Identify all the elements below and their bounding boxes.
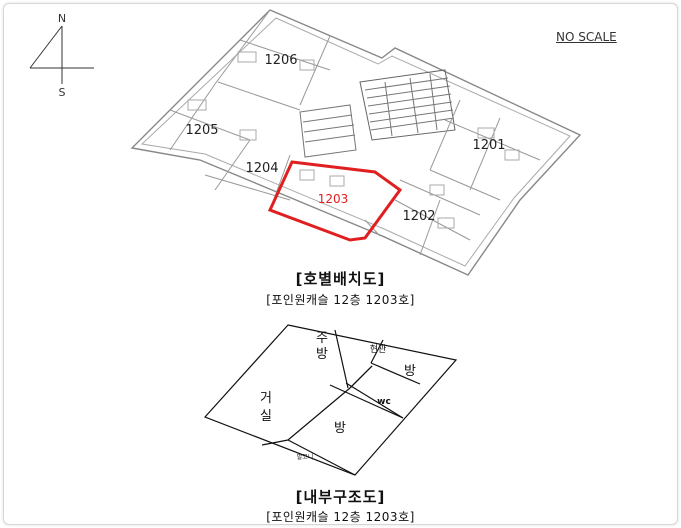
drawing-frame [3, 3, 678, 525]
unit-label-1202: 1202 [402, 209, 435, 224]
room-living-label-1: 거 [260, 391, 272, 406]
unit-1203-highlight [267, 160, 403, 242]
interior-subtitle: [포인원캐슬 12층 1203호] [266, 510, 415, 524]
interior-layout [203, 324, 458, 476]
stair-core [299, 69, 456, 158]
room-kitchen-label-2: 방 [316, 347, 328, 362]
unit-label-1205: 1205 [185, 123, 218, 138]
scale-note: NO SCALE [556, 30, 617, 44]
room-kitchen-label-1: 주 [316, 331, 328, 346]
room-upper-label: 방 [404, 364, 416, 379]
room-wc-label: wc [377, 397, 391, 407]
unit-label-1206: 1206 [264, 53, 297, 68]
room-living-label-2: 실 [260, 409, 272, 424]
unit-partitions [169, 9, 541, 256]
floor-plan [130, 9, 582, 276]
compass-north-label: N [58, 12, 66, 25]
unit-label-1204: 1204 [245, 161, 278, 176]
floor-plan-title: [호별배치도] [295, 270, 386, 288]
compass-south-label: S [59, 86, 66, 99]
room-main-label: 방 [334, 421, 346, 436]
room-entrance-label: 현관 [370, 344, 387, 355]
room-balcony-label: 발코니 [297, 453, 314, 461]
floor-plan-subtitle: [포인원캐슬 12층 1203호] [266, 293, 415, 307]
unit-label-1203: 1203 [318, 192, 349, 206]
unit-label-1201: 1201 [472, 138, 505, 153]
north-arrow [29, 25, 94, 84]
interior-title: [내부구조도] [295, 488, 386, 506]
